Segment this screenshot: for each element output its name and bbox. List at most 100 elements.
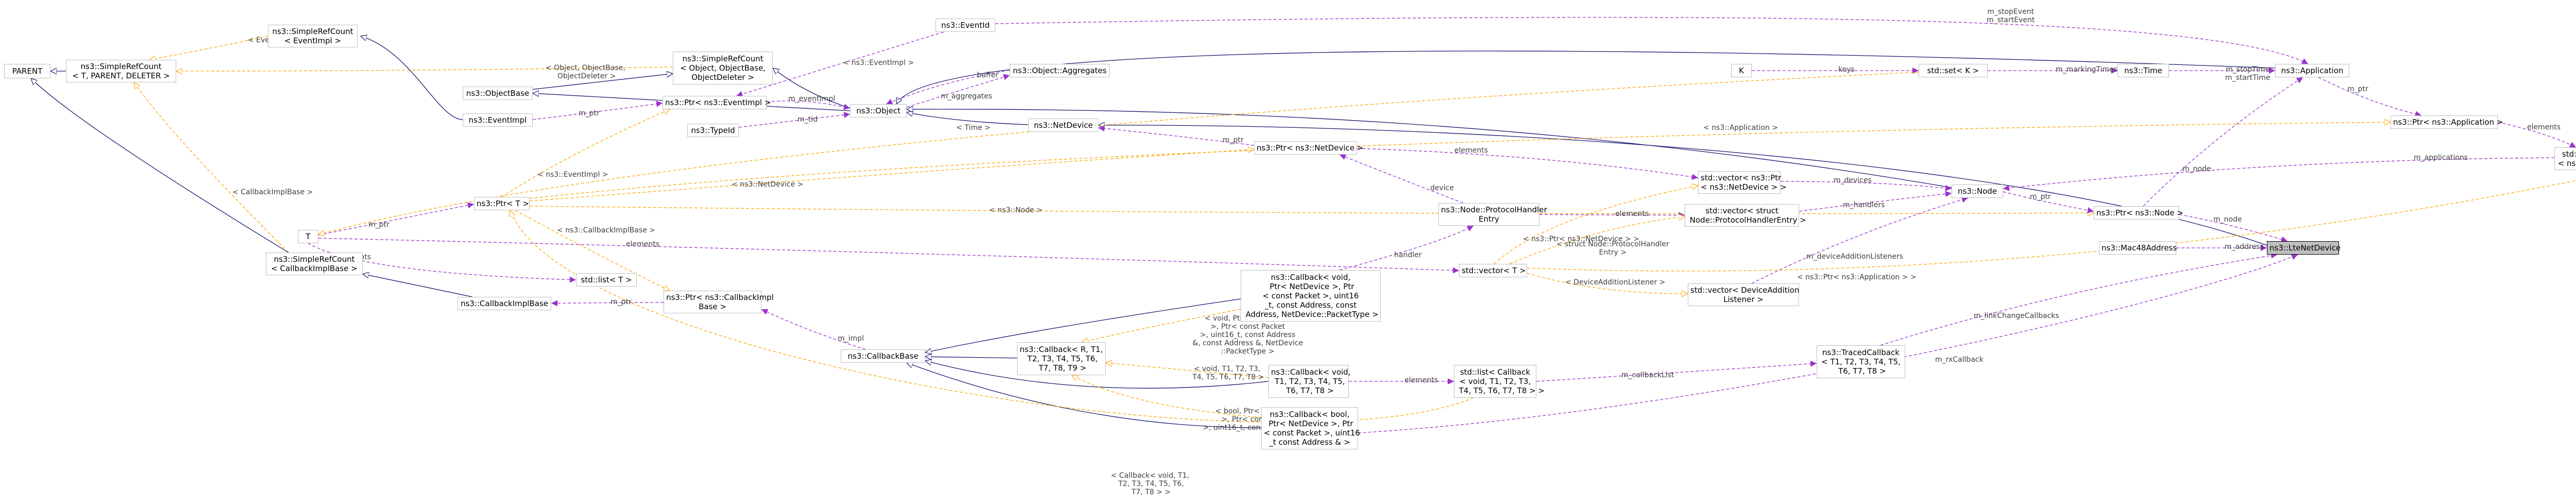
edge-label-ptr-application-tmpl: < ns3::Application >: [1703, 124, 1778, 132]
edge-label-deviceadditionlistener-tmpl: < DeviceAdditionListener >: [1565, 278, 1666, 287]
edge-label-node-tmpl: < ns3::Node >: [989, 206, 1043, 214]
edge-label-elements-callback: elements: [1404, 376, 1438, 384]
class-node-std-set-k[interactable]: std::set< K >: [1919, 64, 1988, 77]
class-node-simplerefcount-object[interactable]: ns3::SimpleRefCount < Object, ObjectBase…: [673, 52, 773, 85]
edge-object-to-simplerefcount_object: [773, 68, 851, 109]
edge-callback_bool_netdevice-to-lteuenetdevice: [1358, 254, 2298, 433]
class-node-label: ns3::NetDevice: [1033, 121, 1093, 130]
edge-callbackimplbase-to-simplerefcount_callbackimplbase: [363, 274, 472, 297]
class-node-simplerefcount-eventimpl[interactable]: ns3::SimpleRefCount < EventImpl >: [268, 25, 358, 47]
edge-tracedcallback-to-lteuenetdevice: [1880, 252, 2278, 346]
class-node-simplerefcount-t-parent[interactable]: ns3::SimpleRefCount < T, PARENT, DELETER…: [66, 60, 176, 82]
class-node-eventimpl[interactable]: ns3::EventImpl: [463, 113, 533, 127]
class-node-label: ns3::Time: [2124, 66, 2162, 75]
class-node-ptr-eventimpl[interactable]: ns3::Ptr< ns3::EventImpl >: [663, 96, 771, 109]
edge-t-to-std_vector_t: [318, 238, 1460, 274]
edge-label-m-markingtimes: m_markingTimes: [2056, 65, 2117, 74]
class-node-label: ns3::ObjectBase: [466, 89, 530, 98]
class-node-lteuenetdevice[interactable]: ns3::LteNetDevice: [2267, 241, 2341, 255]
class-node-label: std::vector< ns3::Ptr < ns3::NetDevice >…: [1701, 173, 1787, 192]
class-node-std-vector-t[interactable]: std::vector< T >: [1459, 264, 1527, 277]
edge-callback_void_netdevice-to-protocolhandlerentry: [1339, 225, 1474, 271]
edge-object_aggregates-to-object: [886, 70, 1010, 105]
class-node-label: ns3::Callback< void, Ptr< NetDevice >, P…: [1245, 273, 1379, 319]
class-node-label: ns3::LteNetDevice: [2269, 243, 2341, 253]
edge-typeid-to-object: [738, 111, 851, 128]
class-node-callback-void-netdevice[interactable]: ns3::Callback< void, Ptr< NetDevice >, P…: [1241, 270, 1381, 322]
class-node-ptr-application[interactable]: ns3::Ptr< ns3::Application >: [2391, 115, 2503, 129]
class-node-application[interactable]: ns3::Application: [2275, 64, 2349, 77]
class-node-label: ns3::Ptr< ns3::Application >: [2393, 118, 2503, 127]
class-node-protocolhandlerentry[interactable]: ns3::Node::ProtocolHandler Entry: [1438, 203, 1547, 226]
edge-label-buffer: buffer: [977, 71, 998, 79]
edge-label-m-node-app: m_node: [2182, 165, 2211, 173]
class-node-ptr-netdevice[interactable]: ns3::Ptr< ns3::NetDevice >: [1254, 141, 1363, 155]
class-node-node[interactable]: ns3::Node: [1952, 185, 2003, 198]
edge-std_vector_protocolhandlerentry-to-node: [1799, 191, 1952, 212]
edge-label-ptr-t-m-ptr: m_ptr: [368, 221, 389, 229]
edge-label-ptr-node-m-ptr: m_ptr: [2030, 192, 2051, 201]
class-node-label: K: [1739, 66, 1744, 75]
class-node-object[interactable]: ns3::Object: [850, 104, 907, 118]
class-node-tracedcallback[interactable]: ns3::TracedCallback < T1, T2, T3, T4, T5…: [1817, 345, 1905, 378]
class-node-label: ns3::Node::ProtocolHandler Entry: [1441, 205, 1547, 224]
class-node-mac48address[interactable]: ns3::Mac48Address: [2099, 241, 2177, 255]
class-node-label: ns3::Object::Aggregates: [1013, 66, 1107, 75]
class-node-std-list-t[interactable]: std::list< T >: [576, 273, 637, 287]
edge-std_set_k-to-t: [318, 72, 1919, 234]
class-node-callbackbase[interactable]: ns3::CallbackBase: [841, 349, 925, 363]
edge-std_vector_t-to-std_vector_protocolhandlerentry: [1509, 216, 1685, 264]
edge-simplerefcount_eventimpl-to-simplerefcount_t_parent: [149, 36, 268, 60]
edge-std_vector_deviceadditionlistener-to-node: [1751, 196, 1969, 284]
class-node-netdevice[interactable]: ns3::NetDevice: [1028, 119, 1098, 132]
class-node-simplerefcount-callbackimplbase[interactable]: ns3::SimpleRefCount < CallbackImplBase >: [266, 253, 363, 275]
class-node-parent[interactable]: PARENT: [4, 64, 50, 78]
edge-netdevice-to-object: [907, 112, 1029, 125]
edge-label-elements-vector-t: elements: [626, 240, 660, 248]
edge-label-keys: keys: [1838, 65, 1855, 74]
class-node-ptr-callbackimplbase[interactable]: ns3::Ptr< ns3::CallbackImpl Base >: [664, 291, 774, 313]
edge-application-to-object: [896, 51, 2276, 104]
class-node-label: std::vector< T >: [1462, 266, 1526, 275]
class-node-ptr-t[interactable]: ns3::Ptr< T >: [474, 197, 530, 210]
edge-label-m-stopevent-startevent: m_stopEvent m_startEvent: [1987, 8, 2035, 24]
class-node-std-vector-ptr-netdevice[interactable]: std::vector< ns3::Ptr < ns3::NetDevice >…: [1698, 171, 1787, 194]
class-node-k[interactable]: K: [1731, 64, 1752, 77]
edge-application-to-ptr_application: [2318, 77, 2422, 118]
edge-eventimpl-to-simplerefcount_eventimpl: [361, 36, 463, 120]
edge-label-ptr-netdevice-vec-tmpl: < ns3::Ptr< ns3::NetDevice > >: [1523, 235, 1639, 243]
class-node-callbackimplbase[interactable]: ns3::CallbackImplBase: [457, 297, 551, 310]
edge-std_vector_ptr_application-to-node: [2003, 157, 2555, 191]
class-node-time[interactable]: ns3::Time: [2117, 64, 2169, 77]
class-node-callback-bool-netdevice[interactable]: ns3::Callback< bool, Ptr< NetDevice >, P…: [1261, 407, 1360, 449]
class-node-std-list-callback[interactable]: std::list< Callback < void, T1, T2, T3, …: [1454, 365, 1545, 398]
class-node-label: std::vector< DeviceAddition Listener >: [1690, 286, 1800, 304]
edge-eventid-to-application: [995, 16, 2309, 64]
edge-label-m-node: m_node: [2213, 215, 2242, 224]
edge-label-object-to-srcobject: < Object, ObjectBase, ObjectDeleter >: [546, 64, 625, 80]
class-node-label: std::set< K >: [1927, 66, 1979, 75]
class-node-t[interactable]: T: [298, 230, 318, 243]
class-node-object-aggregates[interactable]: ns3::Object::Aggregates: [1010, 64, 1110, 77]
class-node-std-vector-deviceadditionlistener[interactable]: std::vector< DeviceAddition Listener >: [1688, 283, 1799, 306]
class-node-std-vector-ptr-application[interactable]: std::vector< ns3::Ptr < ns3::Application…: [2554, 147, 2576, 170]
class-node-callback-void-t1-t9[interactable]: ns3::Callback< void, T1, T2, T3, T4, T5,…: [1268, 365, 1350, 398]
edge-object-to-object_aggregates: [906, 74, 1010, 108]
class-node-std-vector-protocolhandlerentry[interactable]: std::vector< struct Node::ProtocolHandle…: [1685, 204, 1806, 227]
edge-label-callbackimplbase-tmpl: < CallbackImplBase >: [232, 188, 313, 196]
edge-ptr_netdevice-to-std_vector_ptr_netdevice: [1357, 148, 1699, 180]
class-node-label: ns3::SimpleRefCount < Object, ObjectBase…: [680, 54, 766, 82]
class-node-typeid[interactable]: ns3::TypeId: [687, 124, 739, 137]
edge-label-ptr-application-m-ptr: m_ptr: [2347, 85, 2368, 93]
edge-protocolhandlerentry-to-ptr_netdevice: [1339, 154, 1464, 204]
class-node-eventid[interactable]: ns3::EventId: [936, 19, 995, 32]
class-node-objectbase[interactable]: ns3::ObjectBase: [463, 87, 533, 100]
edge-simplerefcount_callbackimplbase-to-parent: [31, 78, 289, 253]
class-node-label: T: [306, 232, 311, 241]
edge-label-m-impl: m_impl: [838, 334, 864, 343]
class-node-label: ns3::Callback< bool, Ptr< NetDevice >, P…: [1264, 410, 1360, 447]
class-node-ptr-node[interactable]: ns3::Ptr< ns3::Node >: [2094, 206, 2183, 220]
edge-ptr_t-to-ptr_eventimpl: [501, 109, 670, 197]
class-node-callback-r-t1-t9[interactable]: ns3::Callback< R, T1, T2, T3, T4, T5, T6…: [1017, 342, 1106, 375]
edge-label-m-deviceadditionlisteners: m_deviceAdditionListeners: [1806, 253, 1904, 261]
